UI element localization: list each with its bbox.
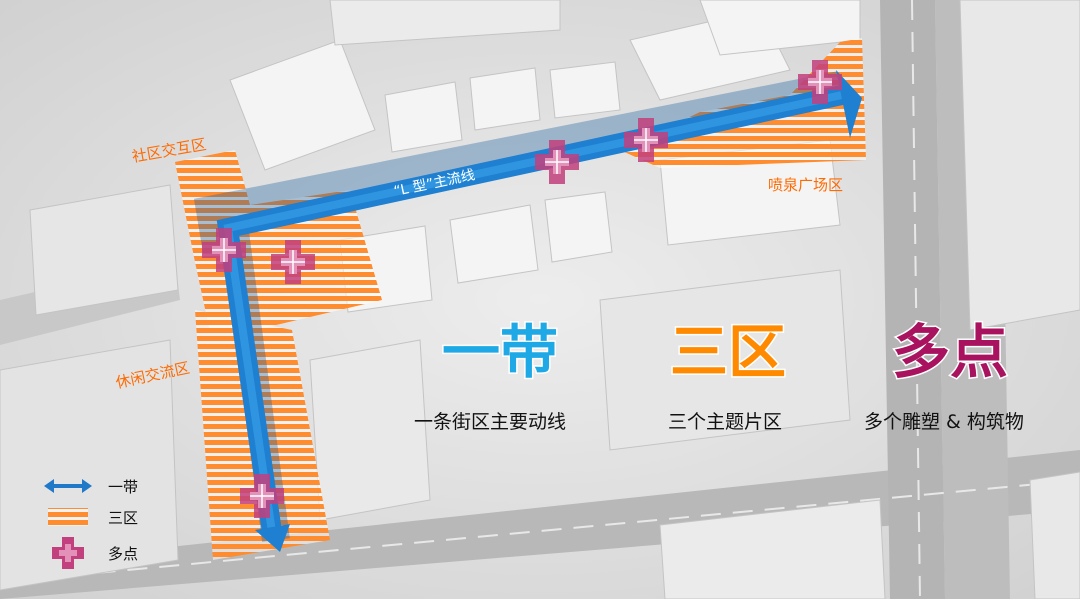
cross-point-icon: [202, 228, 246, 272]
concept-title-zones: 三区: [670, 318, 786, 386]
legend-item-points: 多点: [52, 537, 138, 569]
legend: 一带 三区 多点: [44, 478, 138, 569]
concept-title-belt: 一带: [442, 318, 558, 386]
cross-point-icon: [240, 474, 284, 518]
cross-point-icon: [52, 537, 84, 569]
svg-text:三区: 三区: [108, 509, 138, 527]
arrow-head-icon: [836, 70, 862, 138]
cross-point-icon: [535, 140, 579, 184]
concept-subtitle-points: 多个雕塑 & 构筑物: [864, 411, 1024, 433]
legend-item-belt: 一带: [44, 478, 138, 496]
arrow-head-icon: [255, 524, 290, 552]
cross-point-icon: [798, 60, 842, 104]
striped-zone-icon: [48, 508, 88, 526]
cross-point-icon: [624, 118, 668, 162]
concept-subtitle-zones: 三个主题片区: [668, 411, 782, 433]
svg-text:多点: 多点: [108, 545, 138, 563]
zone-label-fountain: 喷泉广场区: [768, 176, 843, 194]
concept-subtitle-belt: 一条街区主要动线: [414, 411, 566, 433]
double-arrow-icon: [44, 479, 92, 493]
cross-point-icon: [271, 240, 315, 284]
points: [202, 60, 842, 518]
legend-item-zones: 三区: [48, 508, 138, 527]
svg-text:一带: 一带: [108, 478, 138, 496]
concept-title-points: 多点: [892, 318, 1008, 386]
